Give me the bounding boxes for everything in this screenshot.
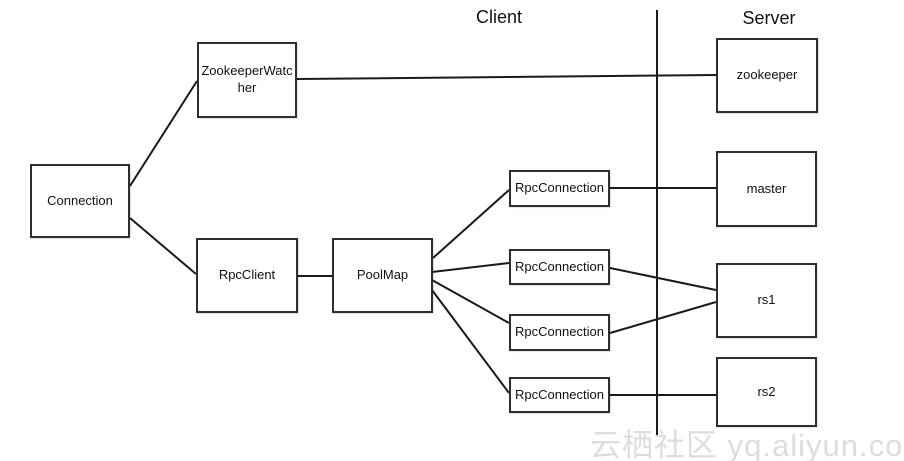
edge-rpcconnection3-rs1 xyxy=(609,301,717,334)
node-rpc-connection-3-label: RpcConnection xyxy=(515,324,604,340)
edge-poolmap-rpcconnection1 xyxy=(432,189,510,259)
edge-rpcconnection2-rs1 xyxy=(609,267,717,291)
node-rpc-connection-1: RpcConnection xyxy=(509,170,610,207)
node-rpc-connection-1-label: RpcConnection xyxy=(515,180,604,196)
node-zookeeper-watcher: ZookeeperWatcher xyxy=(197,42,297,118)
client-section-label: Client xyxy=(475,7,523,27)
node-master-label: master xyxy=(746,180,787,196)
node-rpc-connection-2-label: RpcConnection xyxy=(515,258,604,274)
node-rs2-label: rs2 xyxy=(757,383,776,399)
server-section-label: Server xyxy=(742,8,796,28)
node-connection-label: Connection xyxy=(47,192,113,208)
node-rpc-connection-4-label: RpcConnection xyxy=(515,386,604,402)
node-zookeeper-watcher-label: ZookeeperWatcher xyxy=(201,63,293,95)
node-rpc-client: RpcClient xyxy=(196,238,298,313)
edge-poolmap-rpcconnection2 xyxy=(431,262,510,273)
node-zookeeper-label: zookeeper xyxy=(736,67,798,83)
watermark-text: 云栖社区 yq.aliyun.com xyxy=(590,428,904,461)
node-rpc-connection-3: RpcConnection xyxy=(509,314,610,351)
edge-poolmap-rpcconnection3 xyxy=(431,279,510,324)
node-pool-map: PoolMap xyxy=(332,238,433,313)
node-rs2: rs2 xyxy=(716,357,817,427)
node-rpc-connection-2: RpcConnection xyxy=(509,249,610,285)
node-rs1: rs1 xyxy=(716,263,817,338)
node-connection: Connection xyxy=(30,164,130,238)
node-pool-map-label: PoolMap xyxy=(356,267,409,283)
node-rs1-label: rs1 xyxy=(757,292,776,308)
node-zookeeper: zookeeper xyxy=(716,38,818,113)
node-master: master xyxy=(716,151,817,227)
edge-zookeeperwatcher-zookeeper xyxy=(296,74,717,80)
edge-connection-zookeeperwatcher xyxy=(129,80,198,187)
edge-poolmap-rpcconnection4 xyxy=(431,289,510,394)
edge-connection-rpcclient xyxy=(129,217,197,275)
node-rpc-client-label: RpcClient xyxy=(218,267,276,283)
node-rpc-connection-4: RpcConnection xyxy=(509,377,610,413)
